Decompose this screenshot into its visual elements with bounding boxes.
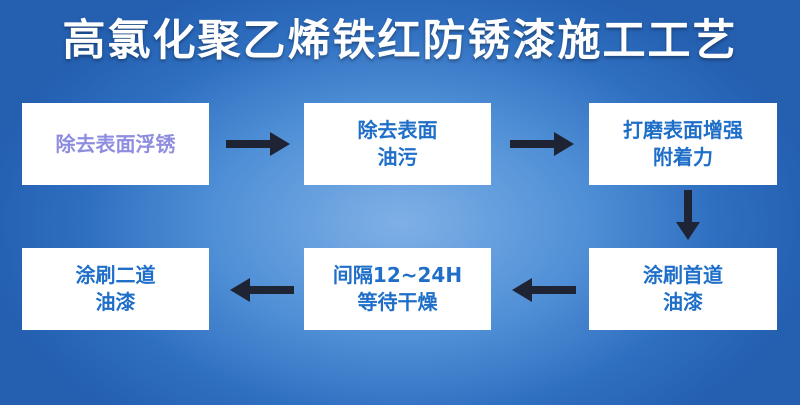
- arrow-down-icon: [676, 190, 700, 240]
- step-3-box: 打磨表面增强 附着力: [589, 103, 777, 185]
- step-6-label: 涂刷二道 油漆: [75, 263, 156, 314]
- step-5-box: 间隔12~24H 等待干燥: [304, 248, 491, 330]
- diagram-title: 高氯化聚乙烯铁红防锈漆施工工艺: [62, 16, 738, 66]
- arrow-right-icon: [226, 132, 290, 156]
- step-4-label: 涂刷首道 油漆: [643, 263, 723, 314]
- arrow-right-icon: [510, 132, 574, 156]
- step-1-box: 除去表面浮锈: [22, 103, 209, 185]
- step-5-label: 间隔12~24H 等待干燥: [332, 263, 463, 314]
- step-2-box: 除去表面 油污: [304, 103, 491, 185]
- step-1-label: 除去表面浮锈: [55, 131, 176, 156]
- step-2-label: 除去表面 油污: [357, 118, 438, 169]
- step-6-box: 涂刷二道 油漆: [22, 248, 209, 330]
- step-4-box: 涂刷首道 油漆: [589, 248, 777, 330]
- step-3-label: 打磨表面增强 附着力: [623, 118, 743, 169]
- arrow-left-icon: [512, 278, 576, 302]
- arrow-left-icon: [230, 278, 294, 302]
